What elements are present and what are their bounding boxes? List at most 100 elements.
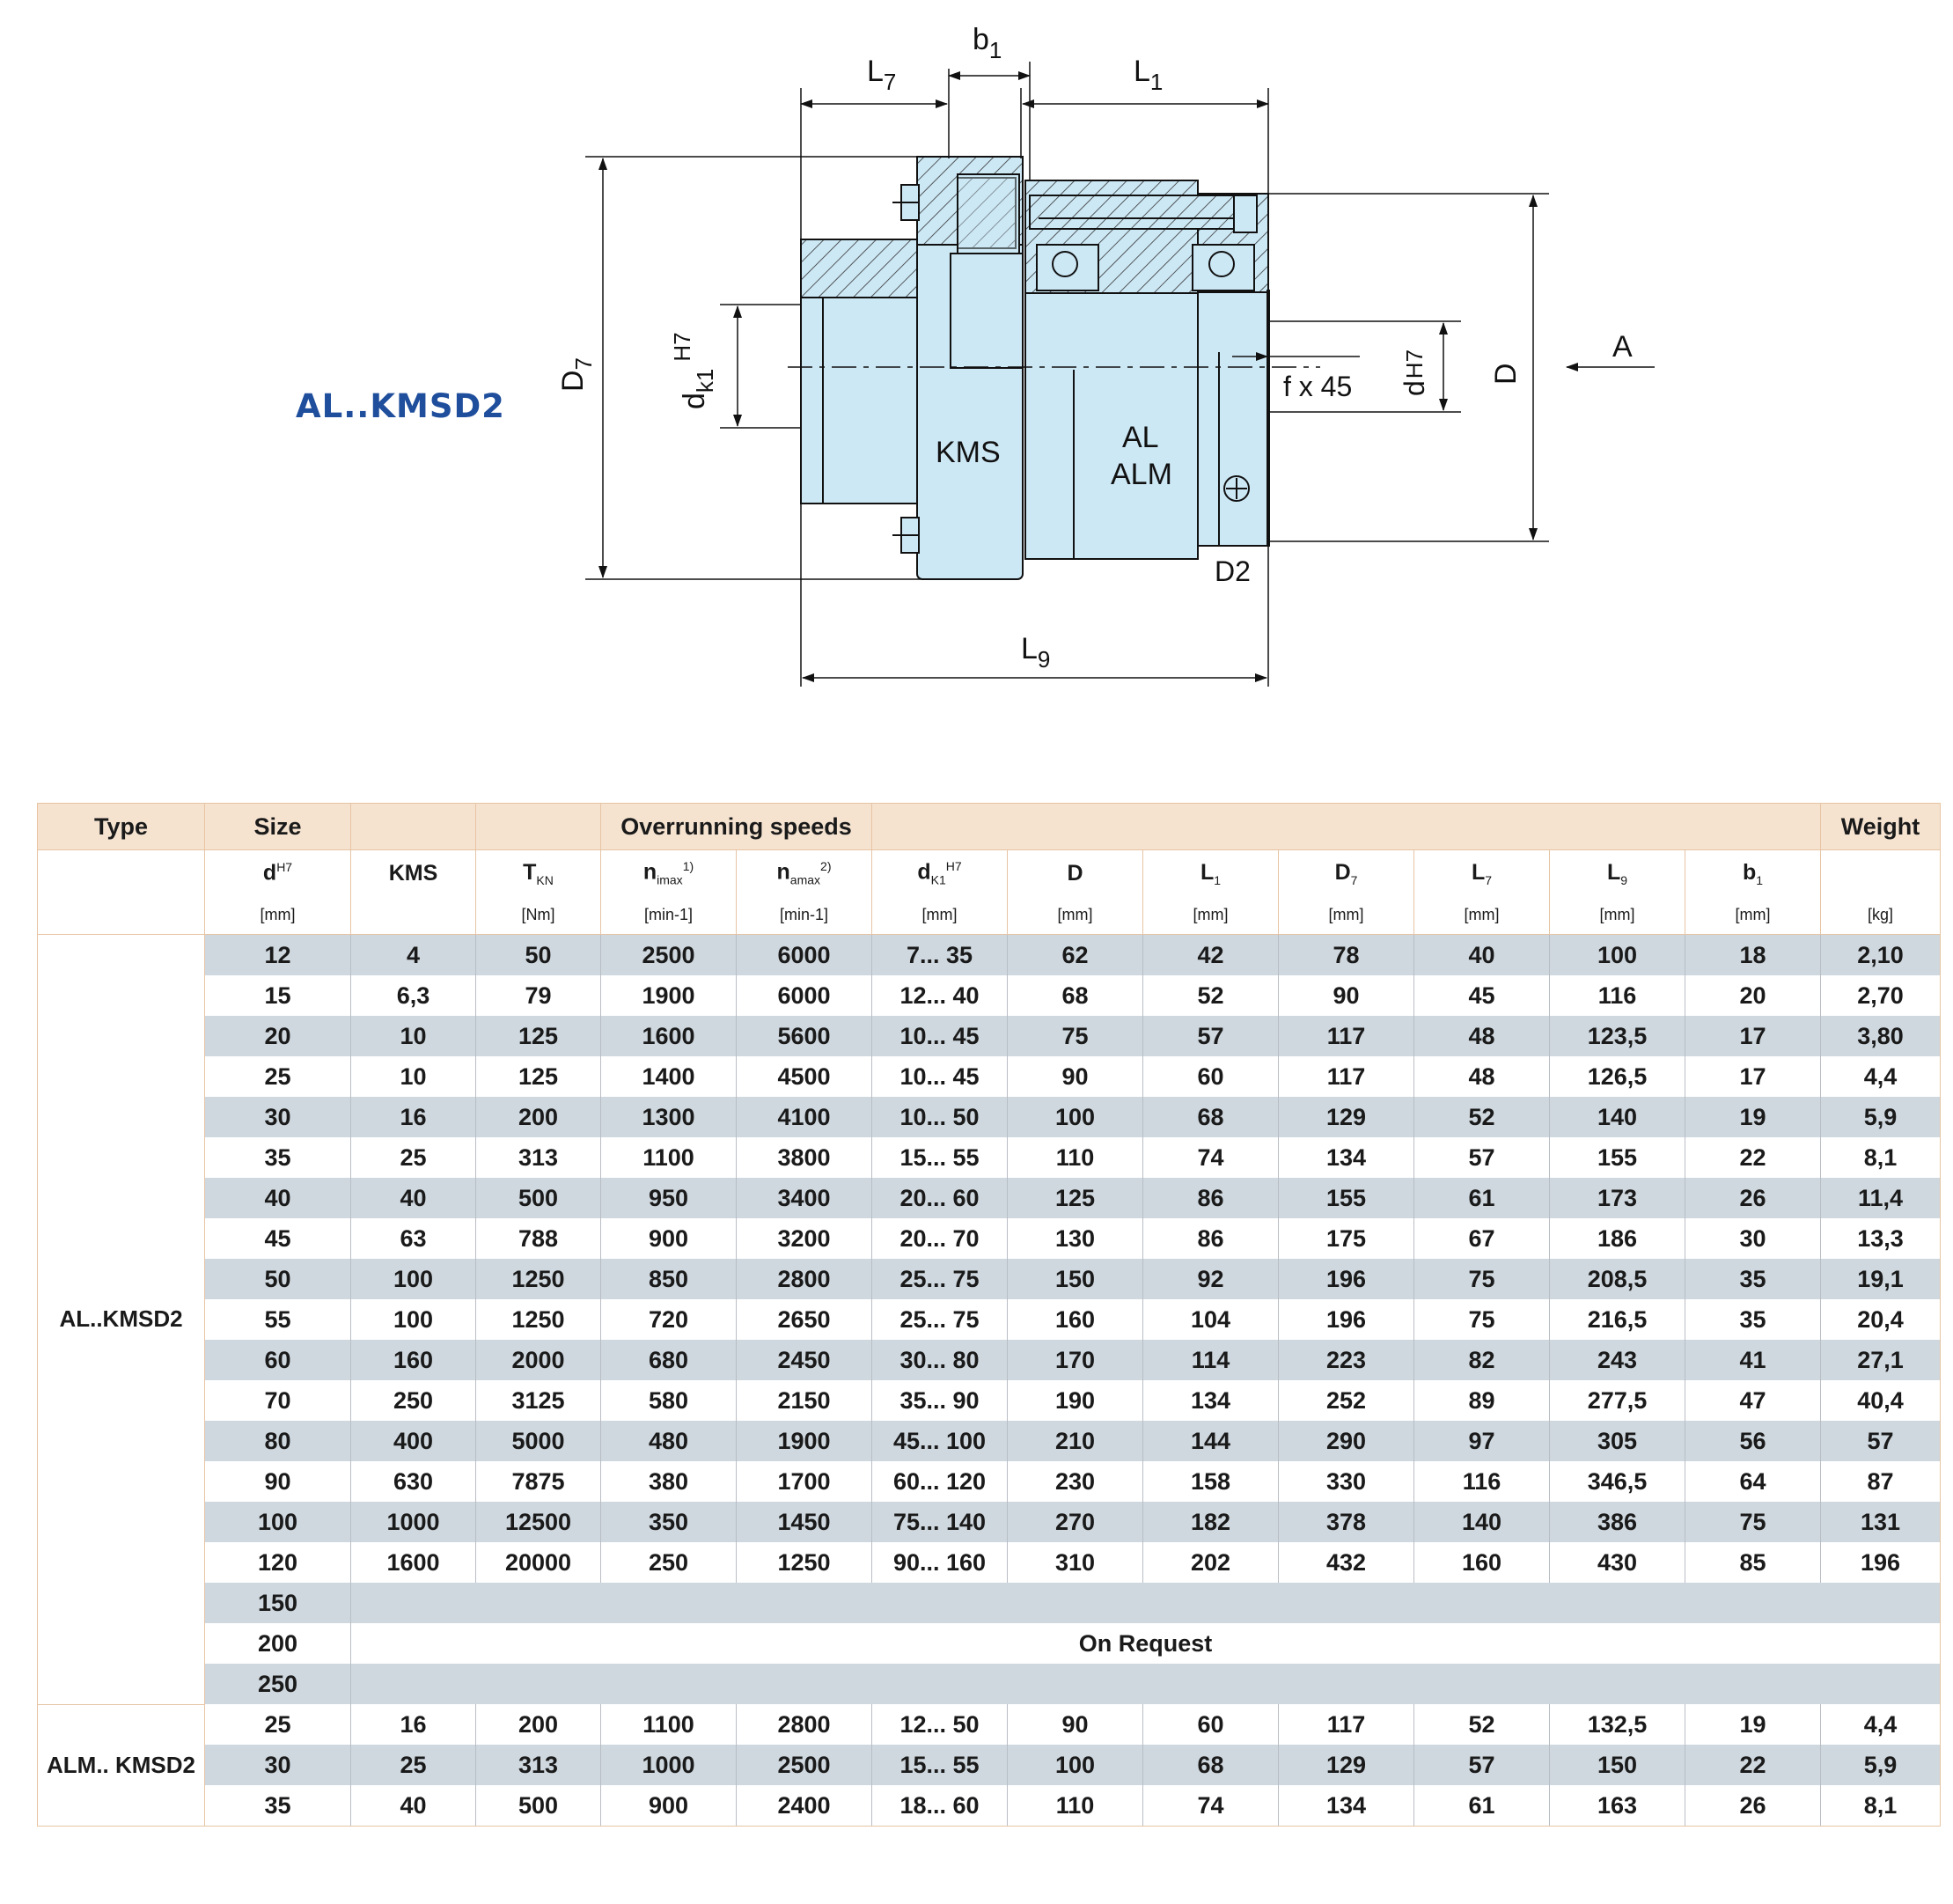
table-cell: 60... 120 [871,1461,1009,1502]
table-cell: 190 [1007,1380,1144,1421]
table-cell: 208,5 [1549,1259,1686,1299]
table-cell: 25 [350,1137,476,1178]
table-cell: 200 [475,1097,601,1137]
table-cell: 89 [1413,1380,1551,1421]
table-cell: 2800 [735,1704,873,1745]
table-cell: 202 [1142,1542,1280,1583]
table-cell: 78 [1278,934,1415,975]
table-cell: 1300 [600,1097,737,1137]
table-cell: 3200 [735,1218,873,1259]
table-cell: 90... 160 [871,1542,1009,1583]
table-cell: 75... 140 [871,1502,1009,1542]
table-cell: 2000 [475,1340,601,1380]
table-cell: 70 [204,1380,351,1421]
table-cell: 8,1 [1820,1137,1942,1178]
table-cell: 144 [1142,1421,1280,1461]
label-d: D [1489,363,1523,385]
unit-row: [mm][Nm][min-1][min-1][mm][mm][mm][mm][m… [38,896,1942,935]
column-unit: [mm] [1549,896,1686,935]
table-cell: 22 [1685,1745,1822,1785]
table-cell: 430 [1549,1542,1686,1583]
table-cell: 26 [1685,1178,1822,1218]
table-cell: 4,4 [1820,1704,1942,1745]
table-cell: 87 [1820,1461,1942,1502]
table-cell: 75 [1413,1259,1551,1299]
column-symbol: dK1H7 [871,849,1009,896]
table-cell: 61 [1413,1785,1551,1827]
header-empty [475,803,601,850]
table-cell: 378 [1278,1502,1415,1542]
table-cell: 186 [1549,1218,1686,1259]
table-cell: 48 [1413,1016,1551,1056]
table-cell: 4500 [735,1056,873,1097]
column-unit: [min-1] [600,896,737,935]
table-cell: 196 [1278,1259,1415,1299]
table-cell: 158 [1142,1461,1280,1502]
table-cell: 25 [204,1056,351,1097]
table-cell: 10... 45 [871,1016,1009,1056]
table-cell: 80 [204,1421,351,1461]
table-cell: 75 [1685,1502,1822,1542]
table-cell: 12... 50 [871,1704,1009,1745]
table-cell: 130 [1007,1218,1144,1259]
table-cell: 2150 [735,1380,873,1421]
table-cell: 110 [1007,1785,1144,1827]
table-cell: 15... 55 [871,1137,1009,1178]
table-cell: 30 [204,1745,351,1785]
table-cell: 2800 [735,1259,873,1299]
table-cell: 116 [1549,975,1686,1016]
table-cell: 47 [1685,1380,1822,1421]
table-cell: 1250 [475,1299,601,1340]
header-size: Size [204,803,351,850]
table-cell: 22 [1685,1137,1822,1178]
table-cell: 57 [1413,1137,1551,1178]
type-cell: AL..KMSD2 [37,934,205,1705]
table-cell: 7... 35 [871,934,1009,975]
table-cell: 2450 [735,1340,873,1380]
header-empty [350,803,476,850]
table-cell: 313 [475,1745,601,1785]
table-cell: 19 [1685,1704,1822,1745]
table-cell: 110 [1007,1137,1144,1178]
table-cell: 182 [1142,1502,1280,1542]
table-row: 250 [38,1664,1942,1704]
table-cell: 5000 [475,1421,601,1461]
label-al: AL [1122,421,1159,454]
column-unit: [mm] [1142,896,1280,935]
table-cell: 117 [1278,1056,1415,1097]
table-cell: 250 [204,1664,351,1704]
table-cell: 35... 90 [871,1380,1009,1421]
table-cell: 79 [475,975,601,1016]
table-cell: 5,9 [1820,1097,1942,1137]
table-cell: 68 [1142,1745,1280,1785]
table-cell: 1000 [600,1745,737,1785]
table-cell: 18... 60 [871,1785,1009,1827]
table-cell: 92 [1142,1259,1280,1299]
dimension-labels: L7 b1 L1 D7 dk1H7 KMS AL ALM f x 45 dH7 … [556,23,1633,673]
table-cell: 19,1 [1820,1259,1942,1299]
table-cell: 35 [204,1137,351,1178]
table-cell: 270 [1007,1502,1144,1542]
table-cell: 30 [1685,1218,1822,1259]
table-cell: 1250 [475,1259,601,1299]
table-cell: 900 [600,1218,737,1259]
table-cell: 150 [204,1583,351,1623]
type-label: AL..KMSD2 [296,387,505,425]
table-cell: 252 [1278,1380,1415,1421]
table-cell: 10 [350,1056,476,1097]
column-symbol [1820,849,1942,896]
table-cell: 40 [1413,934,1551,975]
column-unit: [kg] [1820,896,1942,935]
table-cell: 17 [1685,1016,1822,1056]
label-a: A [1612,330,1633,364]
label-dk1: dk1H7 [669,332,718,409]
table-cell: 173 [1549,1178,1686,1218]
table-cell: 35 [1685,1299,1822,1340]
table-cell: 40 [204,1178,351,1218]
